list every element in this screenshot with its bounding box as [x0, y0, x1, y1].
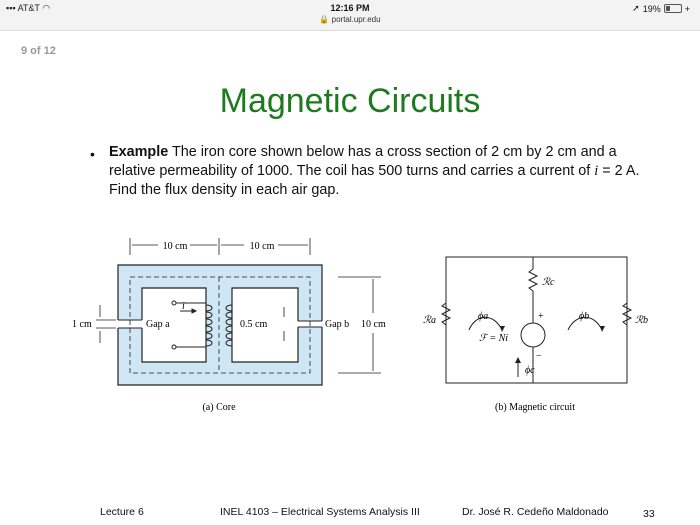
reluctance-c: ℛc [542, 277, 555, 288]
flux-b: ϕb [579, 311, 589, 322]
flux-a: ϕa [478, 311, 488, 322]
core-caption: (a) Core [202, 402, 236, 413]
example-label: Example [109, 144, 169, 160]
lock-icon: 🔒 [319, 15, 330, 24]
location-icon: ➚ [632, 3, 640, 13]
example-text-1: The iron core shown below has a cross se… [109, 144, 617, 179]
battery-percent: 19% [642, 3, 661, 14]
gap-a-label: Gap a [146, 319, 170, 330]
dim-top-right: 10 cm [250, 241, 275, 252]
dim-left: 1 cm [72, 319, 92, 330]
example-paragraph: Example The iron core shown below has a … [109, 143, 649, 200]
battery-icon [663, 4, 682, 13]
page-indicator: 9 of 12 [21, 45, 56, 57]
url-text: portal.upr.edu [331, 15, 381, 24]
status-time: 12:16 PM [330, 3, 370, 13]
carrier-label: ▪▪▪ AT&T ◠ [6, 3, 51, 13]
status-right: ➚ 19% + [632, 3, 690, 14]
mmf-source: ℱ = Ni [479, 333, 508, 344]
magnetic-circuit-diagram: ℛa ℛb ℛc ϕa ϕb ϕc + − ℱ = Ni (b) Magneti… [423, 256, 648, 413]
dim-center: 0.5 cm [240, 319, 267, 330]
example-text-2: = 2 A. Find the flux density in each air… [109, 163, 640, 198]
iron-core-diagram: 10 cm 10 cm 1 cm Gap a i 0.5 cm Gap b 10… [72, 238, 386, 413]
charging-icon: + [684, 3, 690, 14]
footer-page-number: 33 [643, 508, 655, 520]
dim-top-left: 10 cm [163, 241, 188, 252]
footer-course: INEL 4103 – Electrical Systems Analysis … [220, 506, 420, 518]
source-plus: + [538, 311, 544, 322]
signal-icon: ▪▪▪ [6, 3, 16, 13]
gap-b-label: Gap b [325, 319, 349, 330]
status-bar: ▪▪▪ AT&T ◠ 12:16 PM 🔒 portal.upr.edu ➚ 1… [0, 0, 700, 31]
reluctance-b: ℛb [635, 315, 648, 326]
bullet-point: • [90, 146, 95, 162]
dim-right: 10 cm [361, 319, 386, 330]
slide-title: Magnetic Circuits [219, 82, 481, 120]
example-var: i [594, 163, 599, 179]
footer-lecture: Lecture 6 [100, 506, 144, 518]
figure-area: 10 cm 10 cm 1 cm Gap a i 0.5 cm Gap b 10… [72, 238, 648, 413]
url-bar[interactable]: 🔒 portal.upr.edu [0, 15, 700, 24]
footer-author: Dr. José R. Cedeño Maldonado [462, 506, 609, 518]
source-minus: − [536, 351, 542, 362]
reluctance-a: ℛa [423, 315, 436, 326]
flux-c: ϕc [525, 365, 535, 376]
current-label: i [182, 301, 185, 312]
circuit-caption: (b) Magnetic circuit [495, 402, 575, 413]
wifi-icon: ◠ [42, 3, 51, 13]
